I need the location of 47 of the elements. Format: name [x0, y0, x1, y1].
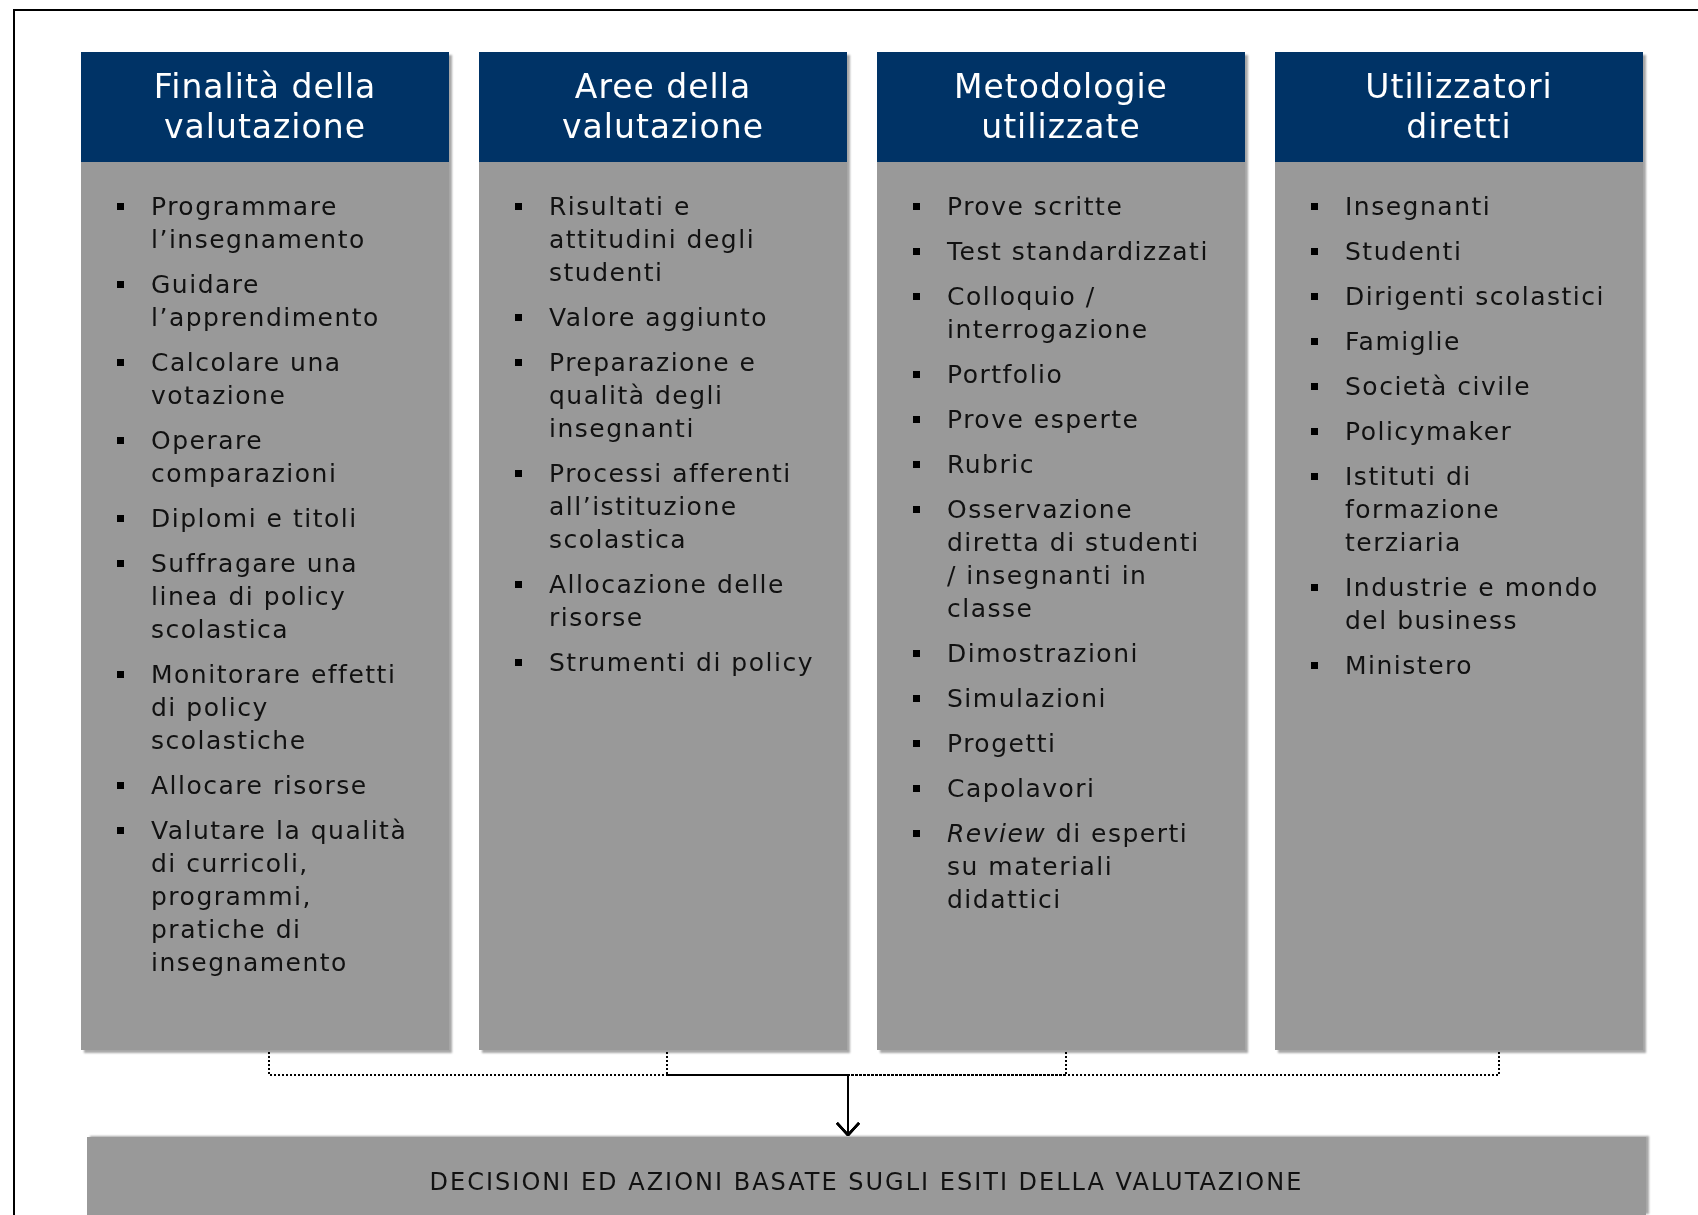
list-item-text: Preparazione e qualità degli insegnanti	[549, 347, 758, 445]
list-item-text: Società civile	[1345, 371, 1532, 403]
list-item-text: Portfolio	[947, 359, 1064, 391]
list-item-text: Osservazione diretta di studenti / insegnanti in classe	[947, 494, 1201, 625]
column-header: Aree della valutazione	[479, 52, 847, 162]
list-item-text: Review di esperti su materiali didattici	[947, 818, 1190, 916]
column-panel	[1275, 52, 1643, 1050]
list-item-text: Monitorare effetti di policy scolastiche	[151, 659, 398, 757]
list-item-text: Test standardizzati	[947, 236, 1209, 268]
result-text: DECISIONI ED AZIONI BASATE SUGLI ESITI DELLA VALUTAZIONE	[429, 1167, 1304, 1197]
column-header: Metodologie utilizzate	[877, 52, 1245, 162]
list-item-text: Calcolare una votazione	[151, 347, 343, 412]
column-panel	[877, 52, 1245, 1050]
column-header: Utilizzatori diretti	[1275, 52, 1643, 162]
column-panel	[479, 52, 847, 1050]
list-item-text: Prove scritte	[947, 191, 1124, 223]
dotted-connector-arrow	[835, 1051, 1500, 1137]
list-item-text: Programmare l’insegnamento	[151, 191, 367, 256]
list-item-text: Colloquio / interrogazione	[947, 281, 1150, 346]
list-item-text: Allocazione delle risorse	[549, 569, 786, 634]
result-bar	[87, 1137, 1646, 1215]
list-item-text: Strumenti di policy	[549, 647, 814, 679]
list-item-text: Processi afferenti all’istituzione scolastica	[549, 458, 793, 556]
list-item-text: Insegnanti	[1345, 191, 1492, 223]
list-item-text: Ministero	[1345, 650, 1474, 682]
list-item-text: Simulazioni	[947, 683, 1107, 715]
list-item-text: Dirigenti scolastici	[1345, 281, 1605, 313]
list-item-text: Allocare risorse	[151, 770, 368, 802]
list-item-text: Studenti	[1345, 236, 1463, 268]
list-item-text: Famiglie	[1345, 326, 1461, 358]
list-item-text: Suffragare una linea di policy scolastica	[151, 548, 360, 646]
list-item-text: Industrie e mondo del business	[1345, 572, 1600, 637]
column-header: Finalità della valutazione	[81, 52, 449, 162]
list-item-text: Dimostrazioni	[947, 638, 1139, 670]
list-item-text: Guidare l’apprendimento	[151, 269, 381, 334]
list-item-text: Rubric	[947, 449, 1035, 481]
list-item-text: Progetti	[947, 728, 1057, 760]
list-item-text: Valutare la qualità di curricoli, programmi, pratiche di insegnamento	[151, 815, 409, 979]
list-item-text: Capolavori	[947, 773, 1096, 805]
list-item-text: Operare comparazioni	[151, 425, 339, 490]
list-item-text: Policymaker	[1345, 416, 1513, 448]
list-item-text: Prove esperte	[947, 404, 1140, 436]
list-item-text: Risultati e attitudini degli studenti	[549, 191, 757, 289]
column-panel	[81, 52, 449, 1050]
list-item-text: Diplomi e titoli	[151, 503, 358, 535]
list-item-text: Istituti di formazione terziaria	[1345, 461, 1502, 559]
list-item-text: Valore aggiunto	[549, 302, 769, 334]
